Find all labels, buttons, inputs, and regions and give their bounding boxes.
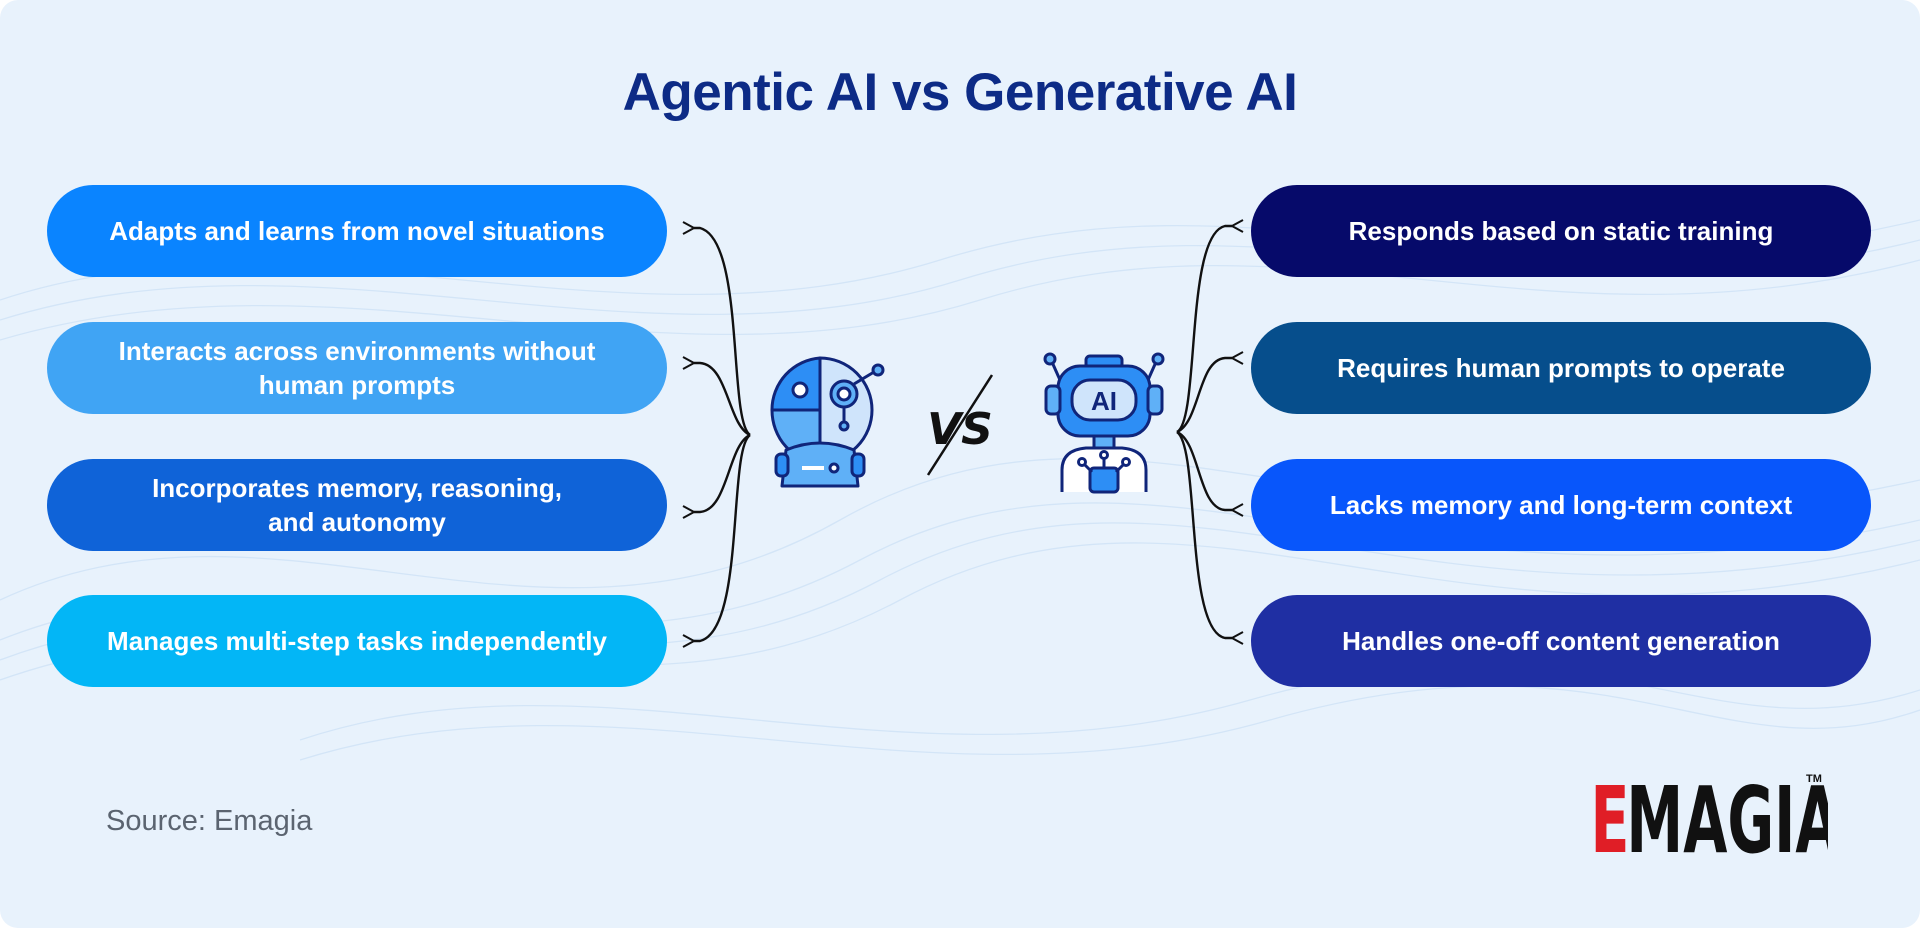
emagia-logo-rest: MAGIA [1626, 768, 1828, 860]
agentic-point-2-text-line-2: human prompts [258, 370, 456, 400]
emagia-logo-tm: TM [1806, 773, 1822, 785]
agentic-point-2: Interacts across environments without hu… [47, 322, 667, 414]
agentic-point-1: Adapts and learns from novel situations [47, 185, 667, 277]
right-brace-arrow-4 [1176, 431, 1232, 638]
generative-point-1: Responds based on static training [1251, 185, 1871, 277]
generative-point-3-text: Lacks memory and long-term context [1329, 490, 1793, 520]
emagia-logo-e: E [1590, 768, 1629, 860]
ai-label: AI [1091, 386, 1117, 416]
generative-point-4: Handles one-off content generation [1251, 595, 1871, 687]
agentic-point-3-text-line-1: Incorporates memory, reasoning, [152, 473, 562, 503]
versus-text: VS [927, 404, 993, 455]
generative-point-4-text: Handles one-off content generation [1342, 626, 1780, 656]
right-brace-arrow-3 [1176, 430, 1232, 510]
left-brace-arrow-4 [694, 434, 751, 641]
left-brace-arrow-3 [694, 433, 751, 512]
generative-ai-robot-icon: AI [1043, 352, 1165, 494]
agentic-point-2-text-line-1: Interacts across environments without [118, 336, 596, 366]
page-title: Agentic AI vs Generative AI [622, 63, 1298, 122]
right-brace-arrow-2 [1176, 358, 1232, 434]
generative-point-3: Lacks memory and long-term context [1251, 459, 1871, 551]
agentic-point-3-text-line-2: and autonomy [268, 507, 446, 537]
generative-point-2: Requires human prompts to operate [1251, 322, 1871, 414]
left-brace-arrow-1 [694, 228, 751, 436]
emagia-logo: E MAGIA TM [1590, 768, 1828, 860]
right-brace-arrow-1 [1176, 226, 1232, 434]
agentic-point-3: Incorporates memory, reasoning, and auto… [47, 459, 667, 551]
versus-icon: VS [926, 374, 994, 476]
left-brace-arrow-2 [694, 363, 751, 437]
agentic-point-4: Manages multi-step tasks independently [47, 595, 667, 687]
agentic-point-1-text: Adapts and learns from novel situations [109, 216, 605, 246]
generative-point-1-text: Responds based on static training [1348, 216, 1774, 246]
source-note: Source: Emagia [106, 805, 313, 837]
generative-point-2-text: Requires human prompts to operate [1337, 353, 1785, 383]
agentic-point-4-text: Manages multi-step tasks independently [107, 626, 607, 656]
agentic-robot-icon [770, 356, 885, 488]
